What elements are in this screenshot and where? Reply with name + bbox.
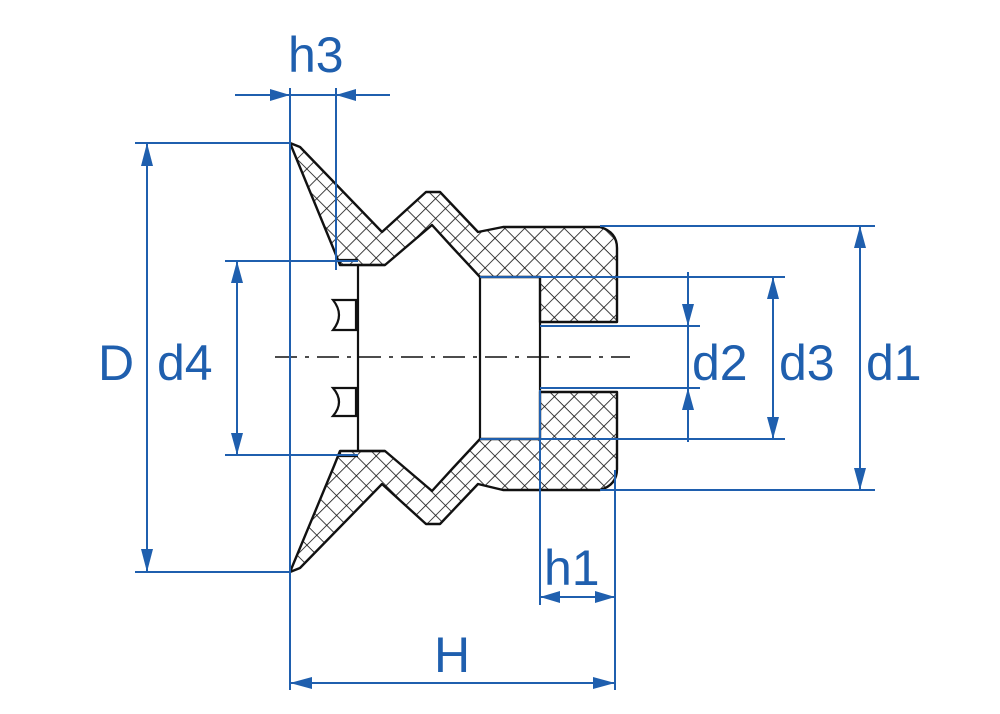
tooth-upper: [330, 298, 358, 332]
dim-D: [141, 143, 153, 572]
extension-lines: [135, 88, 875, 690]
label-d4: d4: [157, 335, 213, 391]
label-h3: h3: [288, 27, 344, 83]
dim-h1: [540, 591, 615, 603]
dim-h3: [235, 89, 390, 101]
tooth-lower: [330, 386, 358, 418]
dim-d4: [231, 261, 243, 455]
upper-bellows-wall: [288, 141, 619, 324]
label-d1: d1: [866, 335, 922, 391]
dim-d3: [767, 277, 779, 439]
dim-d2: [682, 272, 694, 442]
dim-H: [290, 677, 615, 689]
label-D: D: [98, 335, 134, 391]
label-d3: d3: [779, 335, 835, 391]
inner-cavity-outline: [356, 263, 482, 453]
dim-d1: [854, 226, 866, 490]
label-H: H: [434, 627, 470, 683]
label-h1: h1: [544, 540, 600, 596]
label-d2: d2: [692, 335, 748, 391]
